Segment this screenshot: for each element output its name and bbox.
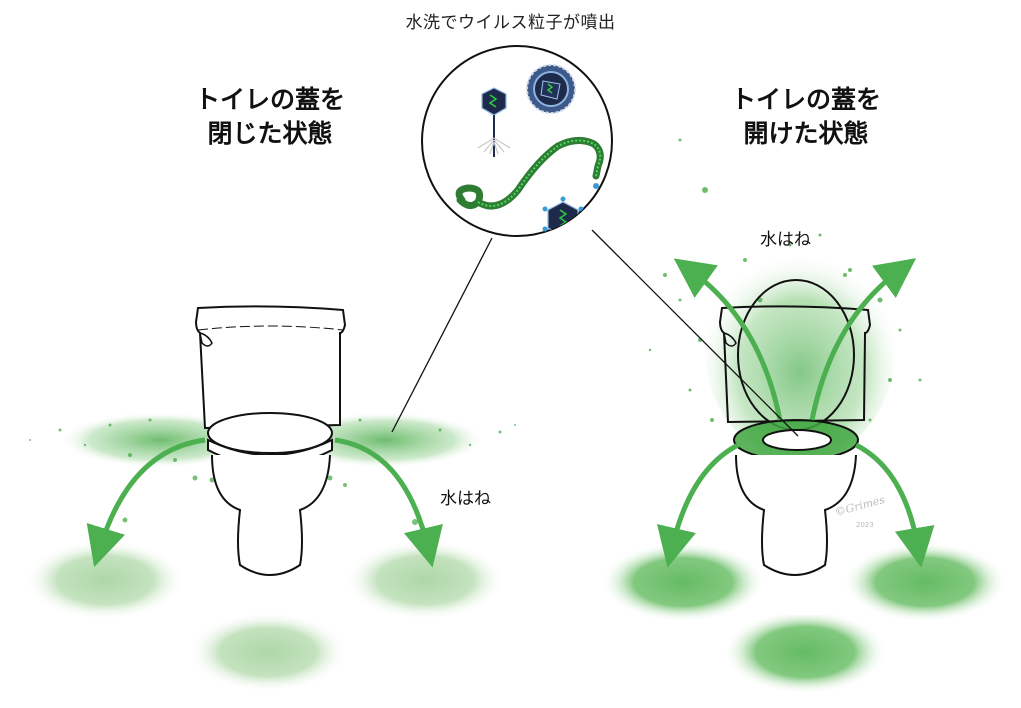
callout-line-left: [391, 237, 493, 433]
open-lid-heading: トイレの蓋を 開けた状態: [686, 83, 926, 151]
puddle-right: [843, 542, 1007, 622]
virus-magnifier: [421, 45, 613, 237]
diagram-title: 水洗でウイルス粒子が噴出: [405, 13, 616, 33]
heading-line-2: 閉じた状態: [207, 119, 333, 148]
heading-line-2: 開けた状態: [743, 119, 869, 148]
puddle-left: [601, 542, 765, 622]
callout-line-right: [591, 229, 799, 437]
svg-text:2023: 2023: [856, 521, 874, 529]
bacteriophage-icon: [477, 87, 511, 157]
splash-arrow-down-right: [854, 442, 935, 568]
closed-splash-label: 水はね: [440, 489, 491, 509]
heading-line-1: トイレの蓋を: [730, 85, 881, 114]
splash-arrow-left: [86, 437, 206, 568]
open-splash-label: 水はね: [760, 230, 811, 250]
splash-arrow-right: [334, 437, 443, 568]
splash-arrow-down-left: [657, 442, 740, 568]
closed-lid-scene: [25, 305, 516, 692]
open-lid-scene: ©Grimes 2023: [601, 138, 1007, 694]
enveloped-virus-icon: [526, 64, 576, 114]
toilet-open: [718, 279, 872, 576]
closed-lid-heading: トイレの蓋を 閉じた状態: [150, 83, 390, 151]
splash-arrow-up-right: [809, 258, 917, 421]
puddle-left: [25, 540, 185, 620]
puddle-right: [345, 540, 505, 620]
toilet-closed: [194, 305, 347, 576]
heading-line-1: トイレの蓋を: [194, 85, 345, 114]
puddle-bottom: [188, 612, 348, 692]
splash-arrow-up-left: [673, 258, 783, 421]
puddle-bottom: [723, 610, 887, 694]
